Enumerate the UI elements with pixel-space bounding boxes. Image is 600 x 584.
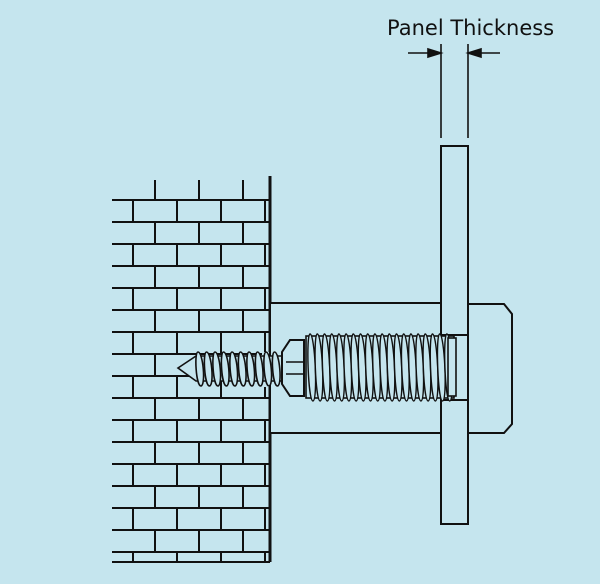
- screw-thread: [212, 351, 222, 387]
- stud-thread: [343, 333, 353, 402]
- screw-head: [281, 339, 305, 397]
- wood-screw: [176, 351, 282, 387]
- screw-thread: [229, 351, 239, 387]
- stud-collar: [447, 337, 457, 397]
- stud-thread: [415, 333, 425, 402]
- stud-thread: [429, 333, 439, 402]
- screw-thread: [254, 351, 264, 387]
- stud-thread: [364, 333, 374, 402]
- stud-thread: [307, 333, 317, 402]
- screw-thread: [203, 351, 213, 387]
- screw-thread: [246, 351, 256, 387]
- stud-thread: [422, 333, 432, 402]
- arrow-right-icon: [465, 47, 482, 59]
- screw-thread: [271, 351, 281, 387]
- arrow-left-icon: [427, 47, 444, 59]
- screw-thread: [237, 351, 247, 387]
- panel-thickness-dimension: [408, 44, 500, 138]
- cap-head: [468, 303, 513, 434]
- stud-thread: [314, 333, 324, 402]
- stud-thread: [379, 333, 389, 402]
- threaded-stud: [305, 333, 457, 402]
- screw-thread: [195, 351, 205, 387]
- screw-thread: [263, 351, 273, 387]
- stud-thread: [321, 333, 331, 402]
- stud-thread: [335, 333, 346, 402]
- stud-thread: [393, 333, 403, 402]
- stud-thread: [386, 333, 396, 402]
- screw-thread: [220, 351, 230, 387]
- stud-thread: [371, 333, 382, 402]
- stud-thread: [350, 333, 360, 402]
- stud-thread: [328, 333, 338, 402]
- stud-thread: [436, 333, 446, 402]
- stud-thread: [400, 333, 410, 402]
- stud-thread: [357, 333, 367, 402]
- stud-thread: [407, 333, 418, 402]
- panel-thickness-label: Panel Thickness: [387, 16, 554, 40]
